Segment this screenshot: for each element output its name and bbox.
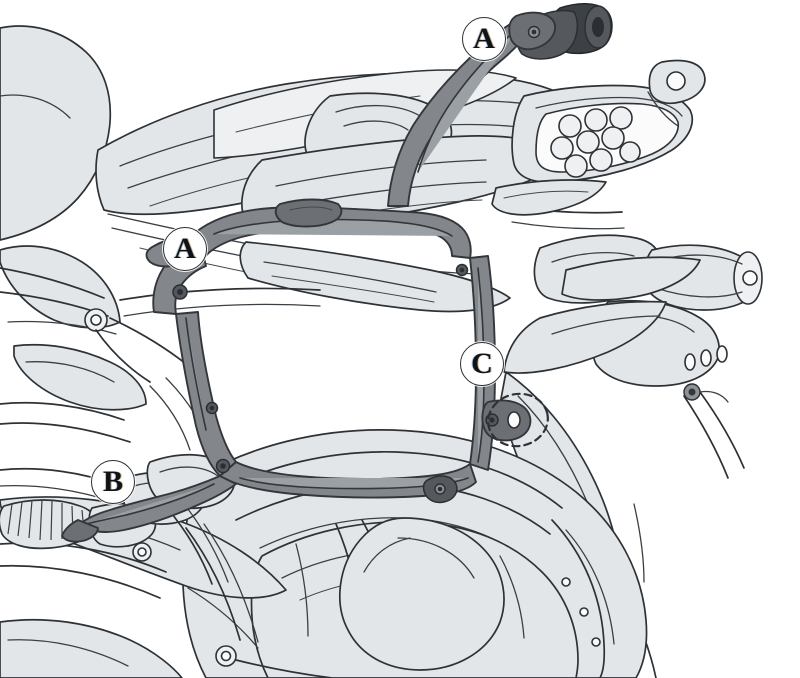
callout-a-front-label: A xyxy=(174,232,196,265)
callout-c[interactable]: C xyxy=(460,342,504,386)
callout-c-label: C xyxy=(471,347,493,380)
case-mount-bracket-highlight xyxy=(487,392,549,448)
license-plate-holder xyxy=(503,299,745,479)
callout-a-top[interactable]: A xyxy=(462,17,506,61)
side-panel-edges xyxy=(491,179,625,230)
tail-light-cluster xyxy=(511,59,706,184)
brake-disc xyxy=(551,519,615,678)
callout-b-label: B xyxy=(102,465,123,498)
led-array xyxy=(550,106,641,178)
frame-linkage-left xyxy=(0,267,213,451)
plate-holder-vents xyxy=(684,345,728,371)
rack-lower-rail xyxy=(215,458,477,504)
front-fairing-edge xyxy=(0,25,121,329)
rack-upper-diagonal-arm xyxy=(387,11,556,207)
subframe xyxy=(107,213,511,317)
rack-top-rail xyxy=(187,198,472,259)
callout-a-top-label: A xyxy=(473,22,495,55)
rack-lower-front-arm xyxy=(61,475,237,543)
exhaust-silencer xyxy=(533,234,763,311)
callout-a-front[interactable]: A xyxy=(163,227,207,271)
callout-b[interactable]: B xyxy=(91,460,135,504)
